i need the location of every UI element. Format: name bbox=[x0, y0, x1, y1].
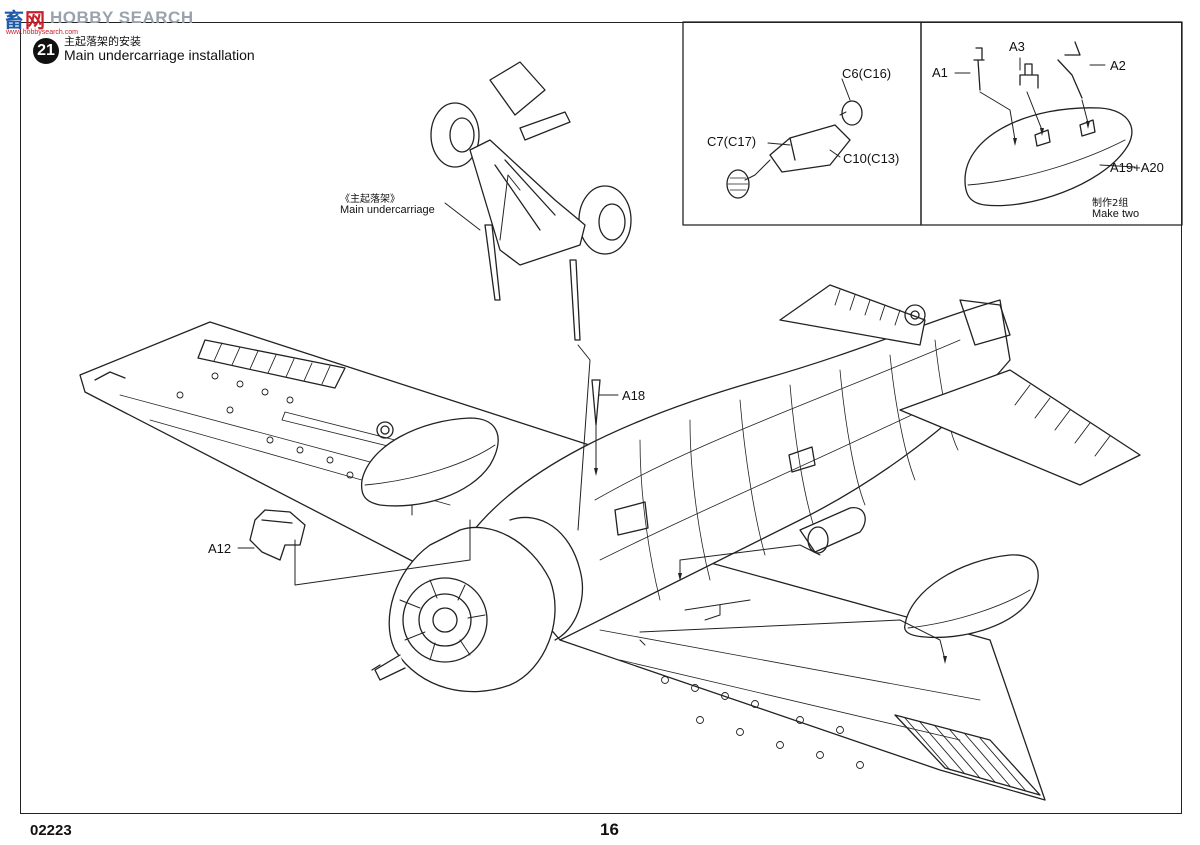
callout-c10: C10(C13) bbox=[843, 151, 900, 166]
leader-lines bbox=[237, 57, 1136, 661]
footer-page-number: 16 bbox=[600, 820, 619, 839]
watermark-url: www.hobbysearch.com bbox=[6, 29, 78, 36]
drop-tank-right bbox=[904, 554, 1039, 639]
callout-a12: A12 bbox=[208, 541, 232, 556]
main-undercarriage-assembly bbox=[430, 61, 632, 341]
callout-a18: A18 bbox=[622, 388, 646, 403]
watermark-logo: 畜网 bbox=[4, 9, 46, 32]
detail-intake-parts bbox=[726, 100, 863, 199]
footer-kit-code: 02223 bbox=[30, 822, 72, 839]
step-title-en: Main undercarriage installation bbox=[64, 47, 255, 63]
callout-a19-a20: A19+A20 bbox=[1110, 160, 1164, 175]
callout-make-two-en: Make two bbox=[1092, 208, 1140, 220]
detail-box-intake bbox=[682, 21, 922, 226]
detail-droptank-parts bbox=[964, 41, 1133, 207]
part-a12 bbox=[249, 509, 306, 561]
callout-a2: A2 bbox=[1110, 58, 1126, 73]
page-frame bbox=[20, 22, 1182, 814]
part-a18 bbox=[591, 379, 601, 426]
callout-main-undercarriage-cn: 《主起落架》 bbox=[340, 194, 400, 205]
callout-main-undercarriage-en: Main undercarriage bbox=[340, 204, 435, 216]
callout-a1: A1 bbox=[932, 65, 948, 80]
engine bbox=[371, 516, 584, 693]
watermark: 畜网 HOBBY SEARCH bbox=[4, 4, 194, 32]
detail-box-droptank bbox=[920, 21, 1183, 226]
callout-c7: C7(C17) bbox=[707, 134, 757, 149]
watermark-text: HOBBY SEARCH bbox=[50, 8, 194, 27]
callout-c6: C6(C16) bbox=[842, 66, 892, 81]
arrow-pins bbox=[594, 121, 1090, 664]
step-title-cn: 主起落架的安装 bbox=[64, 35, 141, 48]
fuselage bbox=[469, 284, 1141, 641]
drop-tank-left bbox=[360, 417, 499, 507]
part-intake-on-wing bbox=[799, 507, 866, 554]
callout-a3: A3 bbox=[1009, 39, 1025, 54]
callout-make-two-cn: 制作2组 bbox=[1092, 198, 1129, 209]
step-number-badge: 21 bbox=[33, 38, 59, 64]
